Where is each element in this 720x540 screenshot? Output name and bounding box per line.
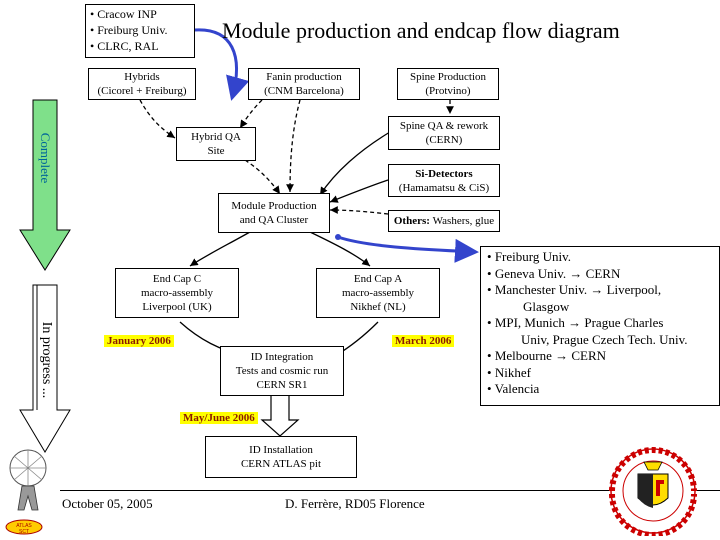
footer-author: D. Ferrère, RD05 Florence	[285, 496, 425, 511]
module-to-endcapc-arrow	[189, 231, 251, 267]
spineqa-to-module-arrow	[319, 131, 391, 196]
spine-production-node: Spine Production(Protvino)	[397, 68, 499, 100]
mayjune-date-label: May/June 2006	[180, 412, 258, 424]
svg-text:SCT: SCT	[19, 529, 29, 535]
integration-to-installation-arrow	[260, 394, 300, 437]
page-title: Module production and endcap flow diagra…	[222, 18, 620, 43]
si-detectors-node: Si-Detectors(Hamamatsu & CiS)	[388, 164, 500, 197]
january-date-label: January 2006	[104, 335, 174, 347]
si-to-module-arrow	[329, 179, 389, 203]
atlas-logo: ATLAS SCT	[5, 449, 47, 535]
site-item: • Freiburg Univ.	[487, 249, 572, 264]
fanin-node: Fanin production(CNM Barcelona)	[248, 68, 360, 100]
others-to-module-arrow	[329, 206, 389, 215]
complete-arrow	[19, 99, 71, 271]
site-item: • MPI, Munich → Prague Charles	[487, 315, 664, 330]
footer-rule	[60, 490, 720, 491]
institutes-link-arrow	[194, 28, 250, 101]
site-item: • Valencia	[487, 381, 540, 396]
fanin-to-module-arrow	[286, 99, 301, 193]
institute-item: • Freiburg Univ.	[90, 23, 168, 37]
others-node: Others: Washers, glue	[388, 210, 500, 232]
module-to-endcapa-arrow	[309, 231, 371, 267]
site-item: Glasgow	[523, 298, 570, 314]
hybrids-node: Hybrids(Cicorel + Freiburg)	[88, 68, 196, 100]
in-progress-label: In progress ...	[39, 321, 54, 399]
institutes-box: • Cracow INP • Freiburg Univ. • CLRC, RA…	[85, 4, 195, 58]
spine-qa-node: Spine QA & rework(CERN)	[388, 116, 500, 150]
hybridqa-to-module-arrow	[244, 159, 281, 195]
site-item: • Geneva Univ. → CERN	[487, 265, 621, 281]
footer-date: October 05, 2005	[62, 496, 153, 511]
institute-item: • CLRC, RAL	[90, 39, 159, 53]
site-item: Univ, Prague Czech Tech. Univ.	[521, 331, 688, 347]
in-progress-arrow	[19, 284, 71, 453]
hybrids-to-hybridqa-arrow	[139, 99, 176, 139]
march-date-label: March 2006	[392, 335, 455, 347]
svg-text:ATLAS: ATLAS	[16, 523, 32, 529]
sites-link-arrow	[337, 235, 479, 263]
site-item: • Manchester Univ. → Liverpool,	[487, 282, 662, 297]
complete-label: Complete	[38, 132, 53, 184]
geneva-seal	[609, 447, 697, 536]
fanin-to-hybridqa-arrow	[239, 99, 263, 129]
site-item: • Melbourne → CERN	[487, 348, 607, 363]
module-sites-box: • Freiburg Univ. • Geneva Univ. → CERN •…	[480, 246, 720, 406]
site-item: • Nikhef	[487, 364, 531, 380]
institute-item: • Cracow INP	[90, 7, 157, 21]
